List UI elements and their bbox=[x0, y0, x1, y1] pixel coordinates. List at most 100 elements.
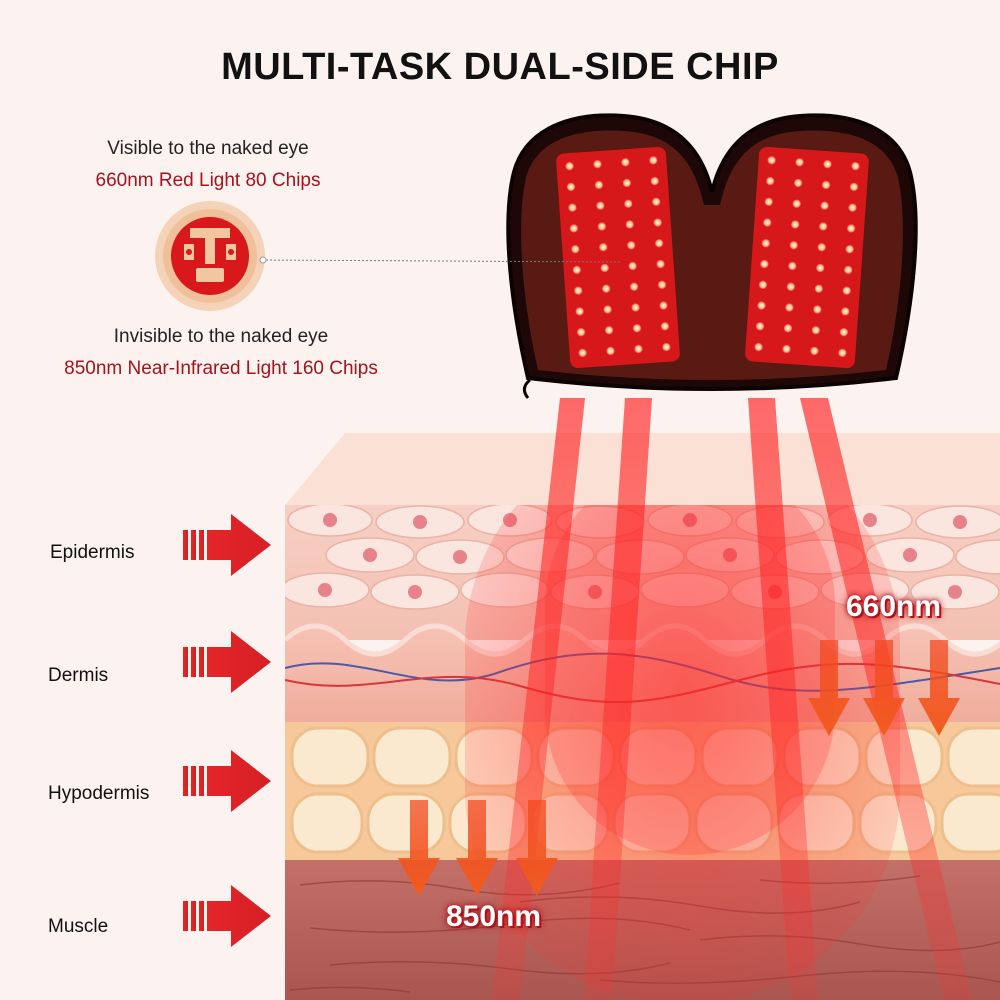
led-chip bbox=[571, 244, 580, 254]
layer-label-hypodermis: Hypodermis bbox=[48, 783, 150, 804]
led-chip bbox=[569, 224, 579, 233]
led-chip bbox=[820, 201, 829, 210]
led-chip bbox=[601, 284, 611, 293]
led-chip bbox=[842, 286, 851, 295]
down-arrow-icon bbox=[516, 800, 558, 896]
led-chip bbox=[621, 158, 630, 167]
right-arrow-icon bbox=[183, 750, 271, 812]
led-chip bbox=[823, 160, 832, 169]
right-arrow-icons bbox=[183, 514, 271, 947]
invisible-spec: 850nm Near-Infrared Light 160 Chips bbox=[64, 358, 378, 379]
led-chip bbox=[649, 156, 658, 165]
led-chip bbox=[766, 176, 775, 186]
led-chip bbox=[848, 203, 857, 212]
led-chip bbox=[603, 305, 612, 314]
layer-label-epidermis: Epidermis bbox=[50, 542, 135, 563]
led-chip bbox=[758, 280, 768, 289]
led-panel-right bbox=[745, 146, 869, 369]
down-arrows-850nm bbox=[398, 800, 558, 896]
led-chip bbox=[767, 156, 776, 165]
led-chip bbox=[578, 348, 587, 358]
down-arrow-icon bbox=[398, 800, 440, 896]
led-chip bbox=[606, 346, 615, 356]
visible-light-info: Visible to the naked eye 660nm Red Light… bbox=[0, 138, 428, 192]
led-chips bbox=[565, 156, 860, 358]
led-chip bbox=[844, 265, 853, 275]
led-chip bbox=[634, 344, 643, 354]
led-chip bbox=[650, 176, 659, 186]
visible-spec: 660nm Red Light 80 Chips bbox=[95, 170, 321, 191]
led-chip bbox=[783, 324, 793, 333]
led-chip bbox=[568, 203, 577, 212]
right-arrow-icon bbox=[183, 885, 271, 947]
led-chip bbox=[576, 327, 586, 337]
led-chip bbox=[652, 197, 661, 206]
right-arrow-icon bbox=[183, 631, 271, 693]
led-chip bbox=[632, 324, 642, 333]
led-chip bbox=[839, 327, 849, 337]
led-chip bbox=[627, 241, 636, 250]
led-chip bbox=[841, 307, 850, 316]
led-chip bbox=[795, 158, 804, 167]
led-chip bbox=[785, 303, 794, 312]
led-chip bbox=[604, 326, 614, 335]
led-chip bbox=[755, 322, 765, 331]
led-chip bbox=[596, 201, 605, 210]
led-chip bbox=[662, 342, 671, 352]
led-chip bbox=[565, 161, 574, 171]
led-chip bbox=[625, 220, 634, 229]
led-chip bbox=[575, 307, 584, 316]
led-chip bbox=[789, 241, 798, 250]
led-chip bbox=[851, 161, 860, 171]
page-title: MULTI-TASK DUAL-SIDE CHIP bbox=[221, 46, 779, 88]
led-panel-left bbox=[556, 146, 680, 369]
led-chip bbox=[593, 160, 602, 169]
led-chip bbox=[818, 222, 828, 231]
led-chip bbox=[838, 348, 847, 358]
led-chip bbox=[845, 244, 854, 254]
led-chip bbox=[786, 282, 796, 291]
led-chip bbox=[788, 261, 797, 271]
led-chip bbox=[813, 305, 822, 314]
wavelength-660nm: 660nm bbox=[846, 590, 942, 623]
led-chip bbox=[757, 301, 766, 310]
led-chip bbox=[816, 263, 825, 273]
led-chip bbox=[846, 224, 856, 233]
led-chip bbox=[763, 218, 772, 227]
led-chip bbox=[631, 303, 640, 312]
led-chip bbox=[656, 259, 665, 269]
down-arrow-icon bbox=[918, 640, 960, 736]
led-chip bbox=[793, 178, 803, 188]
layer-label-muscle: Muscle bbox=[48, 916, 109, 937]
led-chip bbox=[654, 239, 664, 248]
led-chip bbox=[817, 243, 826, 252]
led-chip bbox=[599, 243, 608, 252]
led-chip bbox=[597, 222, 607, 231]
layer-label-dermis: Dermis bbox=[48, 665, 109, 686]
led-chip bbox=[792, 199, 801, 208]
led-chip bbox=[624, 199, 633, 208]
led-chip bbox=[594, 180, 604, 190]
led-chip bbox=[660, 322, 670, 331]
led-chip bbox=[572, 265, 581, 275]
down-arrows-660nm bbox=[808, 640, 960, 736]
wavelength-850nm: 850nm bbox=[446, 900, 542, 933]
led-chip bbox=[849, 182, 859, 192]
led-chip bbox=[657, 280, 667, 289]
led-chip bbox=[754, 342, 763, 352]
led-chip bbox=[628, 261, 637, 271]
invisible-light-info: Invisible to the naked eye 850nm Near-In… bbox=[1, 326, 441, 380]
led-chip bbox=[760, 259, 769, 269]
led-chip bbox=[821, 180, 831, 190]
invisible-caption: Invisible to the naked eye bbox=[113, 326, 329, 347]
led-chip bbox=[810, 346, 819, 356]
right-arrow-icon bbox=[183, 514, 271, 576]
led-chip bbox=[566, 182, 576, 192]
led-chip bbox=[629, 282, 639, 291]
led-chip bbox=[782, 344, 791, 354]
led-chip bbox=[814, 284, 824, 293]
led-chip bbox=[761, 239, 771, 248]
led-chip bbox=[653, 218, 662, 227]
